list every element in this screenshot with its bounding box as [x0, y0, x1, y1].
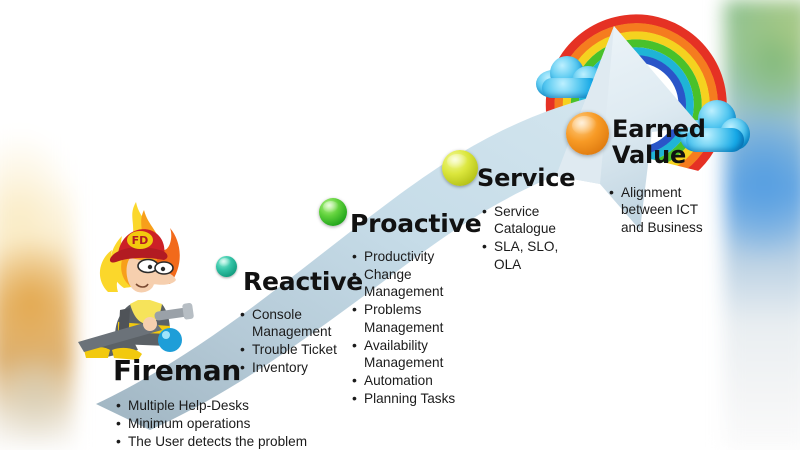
- list-item: Inventory: [240, 358, 340, 376]
- bullets-fireman: Multiple Help-Desks Minimum operations T…: [116, 396, 346, 450]
- list-item: The User detects the problem: [116, 432, 346, 450]
- left-blurred-edge-strip: [0, 0, 74, 450]
- cloud-icon-right: [678, 98, 752, 156]
- right-blurred-edge-strip: [724, 0, 800, 450]
- list-item: Multiple Help-Desks: [116, 396, 346, 414]
- stage-label-earned-value-line1: Earned: [612, 115, 706, 143]
- stage-label-earned-value-line2: Value: [612, 141, 687, 169]
- list-item: SLA, SLO, OLA: [482, 237, 588, 273]
- bullets-proactive: Productivity Change Management Problems …: [352, 247, 494, 408]
- bullets-service: Service Catalogue SLA, SLO, OLA: [482, 202, 588, 274]
- list-item: Service Catalogue: [482, 202, 588, 238]
- bullets-reactive: Console Management Trouble Ticket Invent…: [240, 305, 340, 377]
- stage-label-service: Service: [477, 164, 576, 192]
- stage-marker-proactive[interactable]: [442, 150, 478, 186]
- stage-label-reactive: Reactive: [243, 267, 364, 296]
- stage-marker-fireman[interactable]: [216, 256, 237, 277]
- fireman-icon: FD: [78, 202, 194, 360]
- list-item: Alignment between ICT and Business: [609, 183, 713, 236]
- stage-label-proactive: Proactive: [350, 209, 482, 238]
- stage-label-fireman: Fireman: [113, 354, 242, 387]
- list-item: Console Management: [240, 305, 340, 341]
- hose-nozzle-icon: [158, 328, 182, 352]
- stage-marker-reactive[interactable]: [319, 198, 347, 226]
- list-item: Minimum operations: [116, 414, 346, 432]
- list-item: Automation: [352, 371, 494, 389]
- helmet-badge-text: FD: [132, 234, 149, 247]
- list-item: Productivity: [352, 247, 494, 265]
- list-item: Trouble Ticket: [240, 340, 340, 358]
- list-item: Planning Tasks: [352, 389, 494, 407]
- list-item: Problems Management: [352, 300, 494, 336]
- list-item: Change Management: [352, 265, 494, 301]
- stage-marker-service[interactable]: [566, 112, 609, 155]
- list-item: Availability Management: [352, 336, 494, 372]
- bullets-earned-value: Alignment between ICT and Business: [609, 183, 713, 237]
